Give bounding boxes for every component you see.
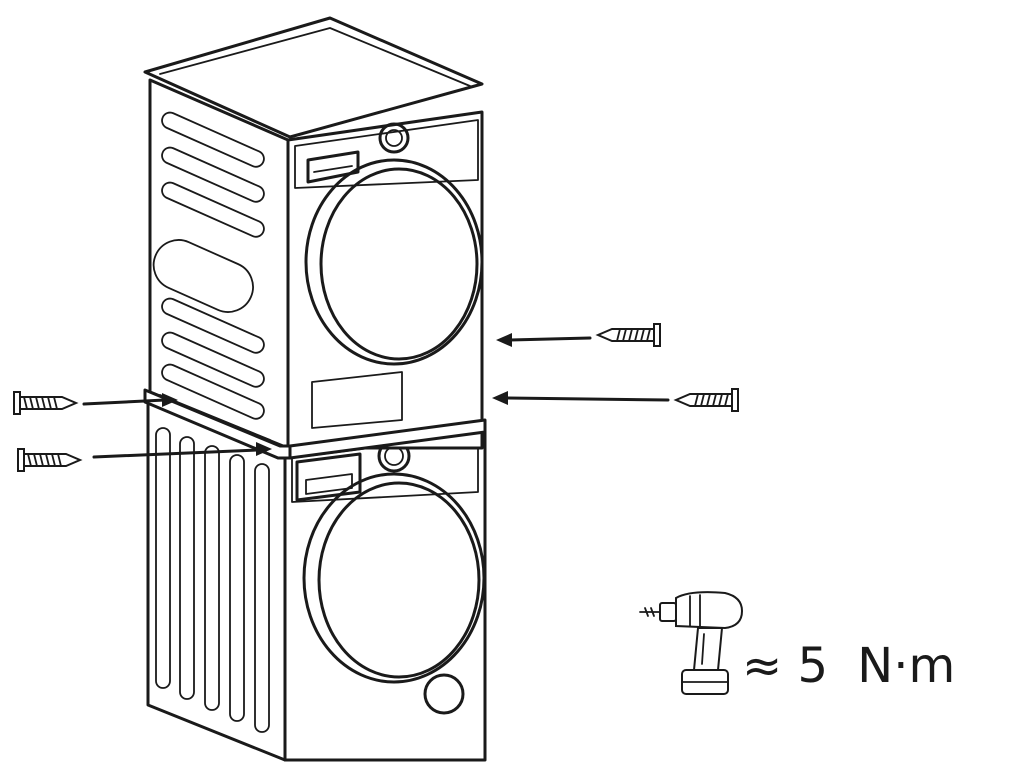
torque-label: ≈ 5 N·m (742, 638, 955, 694)
water-tank-drawer (306, 150, 360, 184)
detergent-drawer (295, 452, 362, 502)
power-drill-icon (639, 591, 744, 695)
screw-left-top (13, 391, 79, 415)
torque-unit: N·m (857, 638, 955, 694)
arrow-left-bottom (92, 442, 272, 459)
arrow-right-top (496, 333, 592, 347)
dryer-knob (378, 122, 410, 154)
washing-machine (146, 398, 487, 762)
screw-right-top (595, 323, 661, 347)
arrow-left-top (82, 393, 178, 407)
arrow-right-bottom (492, 391, 670, 405)
torque-value: 5 (797, 638, 828, 694)
side-grooves (152, 111, 265, 420)
screw-right-bottom (673, 388, 739, 412)
screw-left-bottom (17, 448, 83, 472)
filter-cover (423, 673, 465, 715)
dryer-door (304, 158, 484, 366)
approx-symbol: ≈ (742, 638, 782, 694)
side-ribs (155, 427, 270, 733)
service-panel (311, 371, 403, 429)
dryer (143, 16, 484, 450)
washer-door (302, 472, 486, 684)
